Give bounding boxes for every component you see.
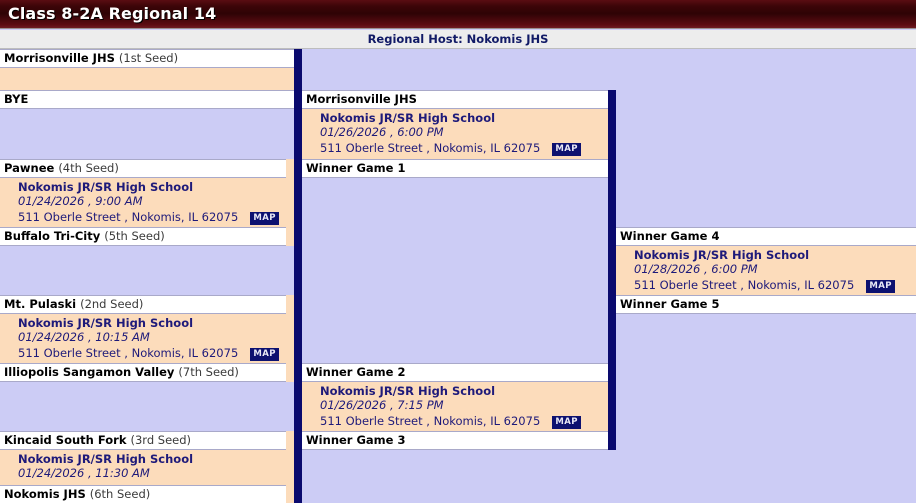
round3-final-details: Nokomis JR/SR High School 01/28/2026 , 6… <box>616 246 916 295</box>
round1-game4-details: Nokomis JR/SR High School 01/24/2026 , 1… <box>0 450 294 485</box>
round1-game1-bottom-team[interactable]: BYE <box>0 90 294 109</box>
round2-game1-top-team[interactable]: Morrisonville JHS <box>302 90 610 109</box>
team-name: Nokomis JHS <box>4 487 86 501</box>
round1-game4-bottom-team[interactable]: Nokomis JHS (6th Seed) <box>0 485 286 503</box>
regional-host-label: Regional Host: Nokomis JHS <box>367 32 549 46</box>
game-datetime: 01/24/2026 , 9:00 AM <box>18 194 143 208</box>
connector-strip-g3-bottom <box>286 363 294 382</box>
venue-name: Nokomis JR/SR High School <box>320 111 496 125</box>
round1-game4-top-team[interactable]: Kincaid South Fork (3rd Seed) <box>0 431 286 450</box>
page-title: Class 8-2A Regional 14 <box>8 4 217 23</box>
game-datetime: 01/26/2026 , 7:15 PM <box>320 398 444 412</box>
venue-address-line: 511 Oberle Street , Nokomis, IL 62075 MA… <box>320 412 616 429</box>
round1-game3-top-team[interactable]: Mt. Pulaski (2nd Seed) <box>0 295 286 314</box>
venue-address: 511 Oberle Street , Nokomis, IL 62075 <box>320 141 541 155</box>
venue-name: Nokomis JR/SR High School <box>18 316 194 330</box>
connector-strip-g4-bottom <box>286 485 294 503</box>
team-name: Mt. Pulaski <box>4 297 77 311</box>
game-datetime: 01/26/2026 , 6:00 PM <box>320 125 444 139</box>
round2-game2-details: Nokomis JR/SR High School 01/26/2026 , 7… <box>302 382 616 431</box>
team-seed: (2nd Seed) <box>80 297 144 311</box>
connector-strip-g3-top <box>286 295 294 314</box>
team-seed: (4th Seed) <box>58 161 119 175</box>
team-seed: (7th Seed) <box>178 365 239 379</box>
team-name: Winner Game 1 <box>306 161 406 175</box>
team-name: Pawnee <box>4 161 55 175</box>
round3-final-bottom-team[interactable]: Winner Game 5 <box>616 295 916 314</box>
spacer-left-2 <box>0 246 294 295</box>
bracket-connector-upper <box>294 49 302 295</box>
team-seed: (5th Seed) <box>104 229 165 243</box>
map-icon[interactable]: MAP <box>552 416 581 429</box>
round1-game2-bottom-team[interactable]: Buffalo Tri-City (5th Seed) <box>0 227 286 246</box>
round1-game1-details <box>0 68 294 90</box>
round1-game2-top-team[interactable]: Pawnee (4th Seed) <box>0 159 286 178</box>
game-datetime: 01/24/2026 , 11:30 AM <box>18 466 150 480</box>
regional-host-bar: Regional Host: Nokomis JHS <box>0 30 916 49</box>
connector-strip-g2-top <box>286 159 294 178</box>
round1-game1-top-team[interactable]: Morrisonville JHS (1st Seed) <box>0 49 294 68</box>
round1-game3-details: Nokomis JR/SR High School 01/24/2026 , 1… <box>0 314 294 363</box>
venue-address-line: 511 Oberle Street , Nokomis, IL 62075 MA… <box>634 276 916 293</box>
venue-address-line: 511 Oberle Street , Nokomis, IL 62075 MA… <box>18 344 294 361</box>
team-name: Morrisonville JHS <box>4 51 115 65</box>
title-bar: Class 8-2A Regional 14 <box>0 0 916 29</box>
venue-address: 511 Oberle Street , Nokomis, IL 62075 <box>320 414 541 428</box>
round1-game2-details: Nokomis JR/SR High School 01/24/2026 , 9… <box>0 178 294 227</box>
venue-address: 511 Oberle Street , Nokomis, IL 62075 <box>18 210 239 224</box>
team-name: BYE <box>4 92 29 106</box>
venue-name: Nokomis JR/SR High School <box>634 248 810 262</box>
round1-game3-bottom-team[interactable]: Illiopolis Sangamon Valley (7th Seed) <box>0 363 286 382</box>
connector-strip-g2-bottom <box>286 227 294 246</box>
bracket-connector-final <box>608 90 616 450</box>
venue-name: Nokomis JR/SR High School <box>18 180 194 194</box>
team-seed: (6th Seed) <box>89 487 151 501</box>
venue-address-line: 511 Oberle Street , Nokomis, IL 62075 MA… <box>18 208 294 225</box>
venue-name: Nokomis JR/SR High School <box>320 384 496 398</box>
game-datetime: 01/24/2026 , 10:15 AM <box>18 330 150 344</box>
round2-game1-details: Nokomis JR/SR High School 01/26/2026 , 6… <box>302 109 616 159</box>
round2-game2-bottom-team[interactable]: Winner Game 3 <box>302 431 610 450</box>
team-name: Kincaid South Fork <box>4 433 127 447</box>
team-name: Illiopolis Sangamon Valley <box>4 365 175 379</box>
venue-address-line: 511 Oberle Street , Nokomis, IL 62075 MA… <box>320 139 616 156</box>
spacer-left-3 <box>0 382 294 431</box>
venue-address: 511 Oberle Street , Nokomis, IL 62075 <box>18 346 239 360</box>
venue-address: 511 Oberle Street , Nokomis, IL 62075 <box>634 278 855 292</box>
team-name: Winner Game 2 <box>306 365 406 379</box>
map-icon[interactable]: MAP <box>250 348 279 361</box>
round2-game1-bottom-team[interactable]: Winner Game 1 <box>302 159 610 178</box>
team-seed: (3rd Seed) <box>130 433 192 447</box>
team-seed: (1st Seed) <box>118 51 179 65</box>
team-name: Winner Game 3 <box>306 433 406 447</box>
game-datetime: 01/28/2026 , 6:00 PM <box>634 262 758 276</box>
map-icon[interactable]: MAP <box>552 143 581 156</box>
spacer-left-1 <box>0 109 294 159</box>
map-icon[interactable]: MAP <box>250 212 279 225</box>
team-name: Morrisonville JHS <box>306 92 417 106</box>
map-icon[interactable]: MAP <box>866 280 895 293</box>
round2-game2-top-team[interactable]: Winner Game 2 <box>302 363 610 382</box>
connector-strip-g4-top <box>286 431 294 450</box>
team-name: Winner Game 5 <box>620 297 720 311</box>
team-name: Winner Game 4 <box>620 229 720 243</box>
bracket-connector-lower <box>294 295 302 503</box>
venue-name: Nokomis JR/SR High School <box>18 452 194 466</box>
round3-final-top-team[interactable]: Winner Game 4 <box>616 227 916 246</box>
team-name: Buffalo Tri-City <box>4 229 101 243</box>
